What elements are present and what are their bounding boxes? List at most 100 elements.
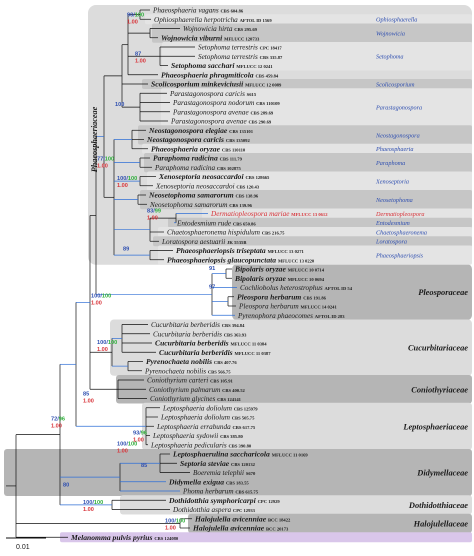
voucher: JK 5535B bbox=[227, 240, 246, 245]
support-pp: 1.00 bbox=[51, 424, 62, 430]
support-values: 90/1001.00871.0010077/1001.00100/1001.00… bbox=[51, 12, 215, 531]
taxon-label: Parastagonospora avenae CBS 290.69 bbox=[170, 118, 272, 126]
support-pp: 1.00 bbox=[133, 438, 144, 444]
genus-label: Chaetosphaeronema bbox=[376, 229, 427, 236]
taxon-label: Wojnowicia hirta CBS 295.69 bbox=[183, 25, 258, 33]
taxon-label: Pyrenophora phaeocomes AFTOL ID 283 bbox=[237, 312, 345, 320]
support-ml: 91 bbox=[209, 266, 215, 272]
taxon-label: Boeremia telephii S670 bbox=[193, 469, 256, 477]
taxon-label: Ophiosphaerella herpotricha AFTOL ID 156… bbox=[154, 16, 272, 24]
genus-box-6 bbox=[142, 143, 472, 154]
scale-bar-label: 0.01 bbox=[16, 544, 30, 551]
family-label: Phaeosphaeriaceae bbox=[90, 106, 99, 172]
genus-labels: OphiosphaerellaWojnowiciaSetophomaScolic… bbox=[375, 17, 427, 260]
support-ml: 100 bbox=[165, 518, 174, 524]
voucher: CBS 120132 bbox=[231, 462, 256, 467]
taxon-label: Phaeosphaeria vagans CBS 604.86 bbox=[152, 7, 244, 15]
genus-box-8 bbox=[147, 171, 472, 191]
tree-branches bbox=[6, 9, 237, 538]
support-ml: 100 bbox=[117, 176, 126, 182]
voucher: MFLUCC 11 0169 bbox=[272, 453, 309, 458]
support-ml: 83 bbox=[147, 209, 153, 215]
voucher: CBS 128665 bbox=[245, 175, 270, 180]
taxon-label: Bipolaris oryzae MFLUCC 10 0694 bbox=[234, 274, 325, 283]
support-ml: 72 bbox=[51, 417, 57, 423]
taxon-label: Paraphoma radicina CBS 111.79 bbox=[153, 154, 243, 163]
support-separator: / bbox=[139, 431, 141, 437]
voucher: S615 bbox=[247, 92, 257, 97]
support-separator: / bbox=[126, 176, 128, 182]
taxon-label: Parastagonospora nodorum CBS 110109 bbox=[172, 99, 280, 107]
support-label: 97 bbox=[209, 284, 215, 290]
voucher: CBS 295.69 bbox=[234, 27, 257, 32]
genus-label: Wojnowicia bbox=[376, 31, 405, 38]
taxon-label: Neostagonospora caricis CBS 135092 bbox=[146, 135, 250, 144]
taxon-label: Setophoma sacchari MFLUCC 12 0241 bbox=[171, 61, 273, 70]
taxon-label: Xenoseptoria neosaccardoi CBS 120.43 bbox=[155, 182, 260, 190]
voucher: AFTOL ID 54 bbox=[325, 286, 353, 291]
voucher: AFTOL ID 1569 bbox=[240, 18, 273, 23]
support-pp: 1.00 bbox=[147, 216, 158, 222]
family-box-pleosporaceae bbox=[232, 264, 472, 321]
family-box-halojulellaceae bbox=[188, 513, 472, 533]
genus-box-7 bbox=[144, 153, 472, 173]
taxon-label: Bipolaris oryzae MFLUCC 10 0714 bbox=[234, 265, 325, 274]
voucher: MFLUCC 120733 bbox=[224, 36, 260, 41]
support-label: 100/100 bbox=[117, 442, 137, 448]
taxon-label: Dermatiopleospora mariae MFLUCC 13 0612 bbox=[210, 210, 328, 218]
voucher: MFLUCC 13 0612 bbox=[291, 212, 328, 217]
support-separator: / bbox=[133, 12, 135, 18]
genus-box-12 bbox=[158, 227, 472, 237]
support-separator: / bbox=[174, 518, 176, 524]
support-label: 100/100 bbox=[83, 500, 103, 506]
voucher: CBS 135101 bbox=[229, 129, 254, 134]
support-ml: 100 bbox=[83, 500, 92, 506]
taxon-label: Coniothyrium palmarum CBS 400.52 bbox=[149, 386, 245, 394]
support-ml: 100 bbox=[115, 102, 124, 108]
genus-label: Setophoma bbox=[376, 54, 404, 61]
taxon-label: Xenoseptoria neosaccardoi CBS 128665 bbox=[158, 172, 270, 181]
clade-boxes bbox=[4, 5, 472, 543]
taxon-label: Setophoma terrestris CBS 335.87 bbox=[198, 53, 283, 61]
taxon-label: Leptosphaeria doliolum CBS 505.75 bbox=[160, 414, 255, 422]
voucher: CBS 394.84 bbox=[222, 323, 245, 328]
family-label: Didymellaceae bbox=[416, 469, 468, 478]
taxon-label: Septoria steviae CBS 120132 bbox=[180, 459, 256, 468]
genus-box-4 bbox=[161, 88, 472, 126]
support-ml: 85 bbox=[83, 392, 89, 398]
voucher: AFTOL ID 283 bbox=[315, 314, 345, 319]
family-label: Cucurbitariaceae bbox=[408, 344, 468, 353]
voucher: BCC 18422 bbox=[268, 517, 291, 522]
taxon-label: Phaeosphaeria phragmiticola CBS 459.84 bbox=[161, 70, 279, 79]
support-label: 85 bbox=[83, 392, 89, 398]
family-box-dothidotthiaceae bbox=[120, 495, 472, 515]
voucher: CBS 289.69 bbox=[250, 110, 273, 115]
taxon-label: Wojnowicia viburni MFLUCC 120733 bbox=[161, 33, 260, 42]
support-separator: / bbox=[126, 442, 128, 448]
voucher: MFLUCC 12 0089 bbox=[245, 83, 282, 88]
taxon-label: Phaeosphaeria oryzae CBS 110110 bbox=[151, 144, 246, 153]
genus-box-2 bbox=[162, 42, 472, 71]
support-separator: / bbox=[153, 209, 155, 215]
voucher: CPC 12933 bbox=[233, 508, 256, 513]
voucher: CBS 138.96 bbox=[236, 194, 259, 199]
family-box-cucurbitariaceae bbox=[110, 319, 472, 376]
genus-box-11 bbox=[168, 217, 472, 228]
taxon-label: Pyrenochaeta nobilis CBS 407.76 bbox=[146, 357, 237, 366]
voucher: MFLUCC 11 0387 bbox=[235, 351, 272, 356]
voucher: CBS 459.84 bbox=[256, 73, 279, 78]
family-label: Coniothyriaceae bbox=[411, 385, 468, 394]
voucher: CBS 566.75 bbox=[208, 369, 231, 374]
taxon-label: Neostagonospora elegiae CBS 135101 bbox=[148, 126, 254, 135]
voucher: CPC 12929 bbox=[258, 499, 281, 504]
support-bs: 100 bbox=[128, 442, 137, 448]
voucher: CBS 407.76 bbox=[214, 360, 237, 365]
support-pp: 1.00 bbox=[91, 301, 102, 307]
taxon-label: Parastagonospora avenae CBS 289.69 bbox=[172, 108, 274, 116]
taxon-label: Leptosphaeria pedicularis CBS 390.80 bbox=[150, 441, 252, 449]
support-ml: 100 bbox=[117, 442, 126, 448]
support-bs: 100 bbox=[102, 294, 111, 300]
support-pp: 1.00 bbox=[127, 19, 138, 25]
genus-label: Entodesmium bbox=[375, 220, 410, 227]
taxon-label: Phaeosphaeriopsis triseptata MFLUCC 13 0… bbox=[176, 246, 305, 255]
